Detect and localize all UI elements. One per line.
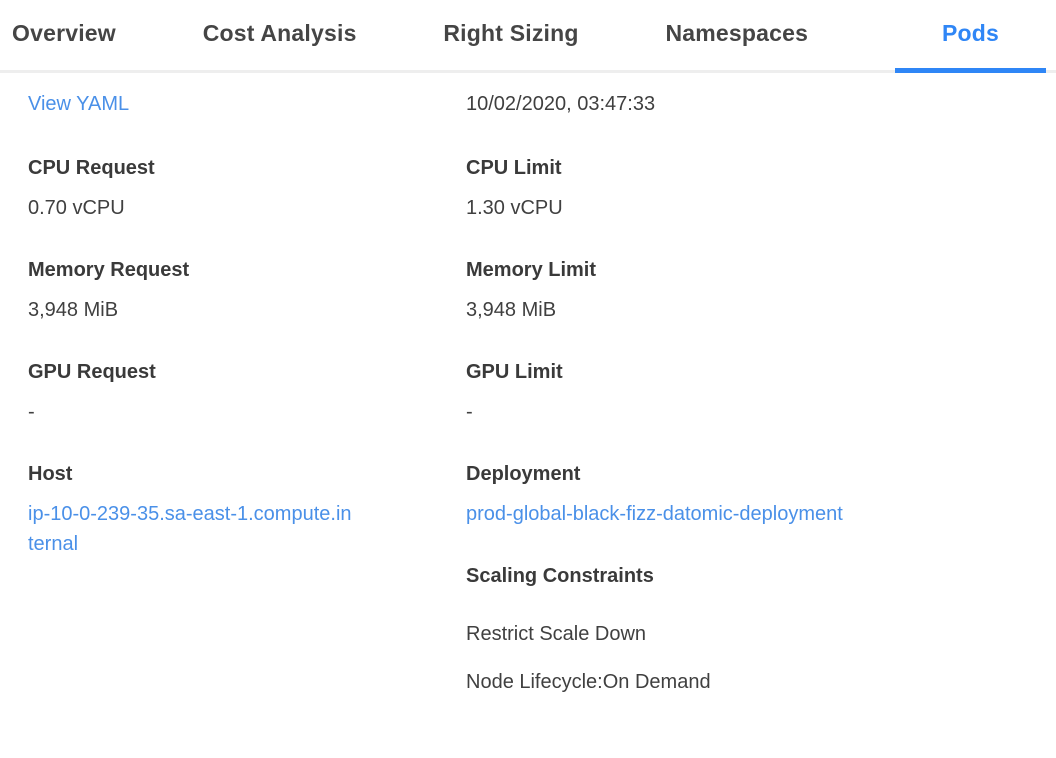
field-value: 1.30 vCPU [466, 197, 563, 219]
deployment-link[interactable]: prod-global-black-fizz-datomic-deploymen… [466, 503, 843, 525]
field-label: GPU Limit [466, 361, 563, 383]
field-label: CPU Request [28, 157, 155, 179]
field-value: - [28, 401, 35, 423]
field-host: Host ip-10-0-239-35.sa-east-1.compute.in… [28, 459, 466, 559]
field-label: GPU Request [28, 361, 156, 383]
field-memory-request: Memory Request 3,948 MiB [28, 255, 466, 325]
tab-namespaces[interactable]: Namespaces [665, 20, 809, 46]
field-label: CPU Limit [466, 157, 562, 179]
field-cpu-limit: CPU Limit 1.30 vCPU [466, 153, 1036, 223]
field-label: Memory Request [28, 259, 190, 281]
details-left-column: View YAML CPU Request 0.70 vCPU Memory R… [28, 89, 466, 715]
tab-right-sizing[interactable]: Right Sizing [443, 20, 579, 46]
pod-details-panel: View YAML CPU Request 0.70 vCPU Memory R… [0, 73, 1056, 715]
field-label: Deployment [466, 463, 581, 485]
scaling-constraint-item: Restrict Scale Down [466, 623, 647, 645]
view-yaml-link[interactable]: View YAML [28, 93, 130, 115]
details-right-column: 10/02/2020, 03:47:33 CPU Limit 1.30 vCPU… [466, 89, 1036, 715]
field-cpu-request: CPU Request 0.70 vCPU [28, 153, 466, 223]
field-value: 3,948 MiB [28, 299, 119, 321]
tab-bar: Overview Cost Analysis Right Sizing Name… [0, 0, 1056, 73]
tab-cost-analysis[interactable]: Cost Analysis [202, 20, 357, 46]
host-link[interactable]: ip-10-0-239-35.sa-east-1.compute.interna… [28, 503, 352, 555]
field-value: - [466, 401, 473, 423]
field-label: Host [28, 463, 73, 485]
field-memory-limit: Memory Limit 3,948 MiB [466, 255, 1036, 325]
field-gpu-request: GPU Request - [28, 357, 466, 427]
field-label: Memory Limit [466, 259, 597, 281]
scaling-constraints-label: Scaling Constraints [466, 565, 654, 587]
timestamp: 10/02/2020, 03:47:33 [466, 93, 656, 115]
field-value: 0.70 vCPU [28, 197, 125, 219]
tab-pods[interactable]: Pods [894, 0, 1046, 73]
field-value: 3,948 MiB [466, 299, 557, 321]
field-gpu-limit: GPU Limit - [466, 357, 1036, 427]
field-deployment: Deployment prod-global-black-fizz-datomi… [466, 459, 1036, 529]
tab-overview[interactable]: Overview [12, 20, 116, 46]
scaling-constraint-item: Node Lifecycle:On Demand [466, 671, 711, 693]
